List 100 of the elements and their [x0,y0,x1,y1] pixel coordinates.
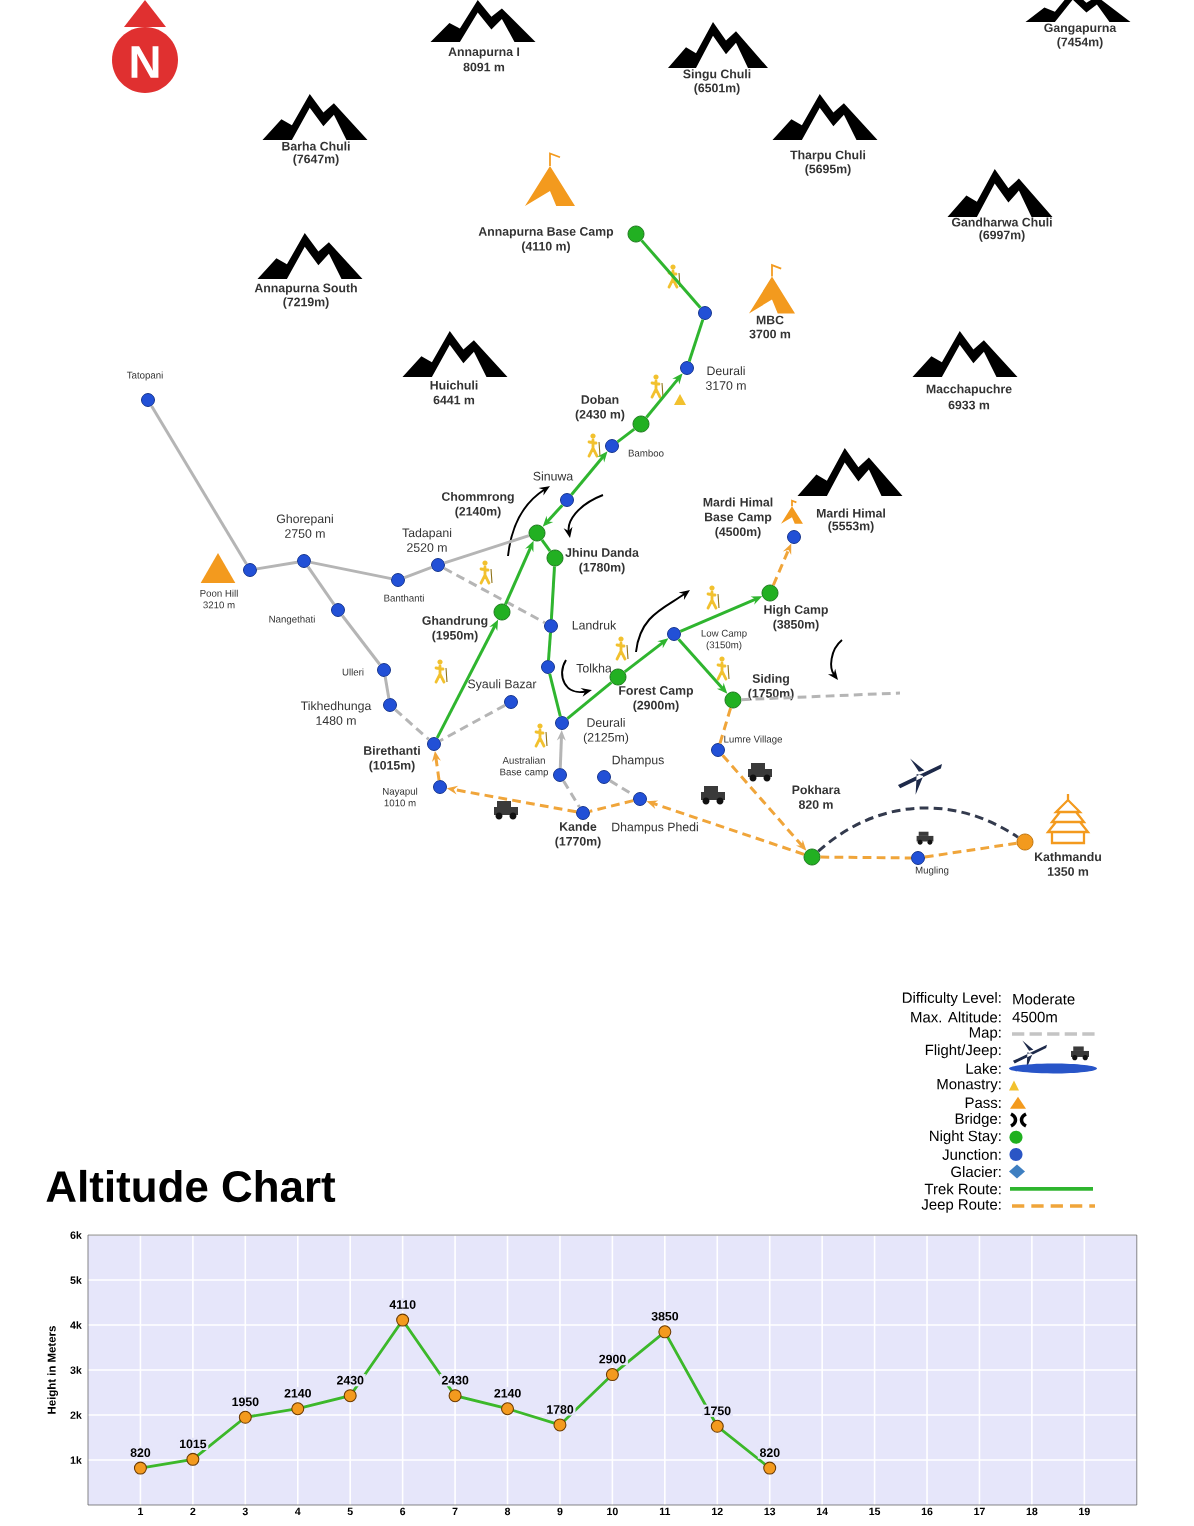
legend-label: Jeep Route: [921,1199,1001,1213]
x-tick-label: 17 [974,1507,985,1515]
x-tick-label: 4 [294,1507,301,1515]
data-label: 1780 [544,1403,576,1416]
x-tick-label: 10 [607,1507,618,1516]
mountain-label: 6441 m [433,395,475,405]
data-label: 3850 [649,1310,681,1323]
route-line [444,534,530,565]
legend-label: Monastry: [937,1078,1001,1093]
mountain-label: (7454m) [1057,37,1103,49]
x-tick-label: 16 [921,1507,933,1516]
place-label: Lumre Village [724,735,783,745]
mountain-label: Singu Chuli [683,69,751,81]
place-label: Mardi Himal Base Camp (4500m) [703,497,773,539]
data-label: 4110 [387,1298,418,1311]
legend-label: Junction: [942,1148,1001,1160]
place-label: Annapurna Base Camp (4110 m) [478,227,614,253]
x-tick-label: 13 [764,1507,776,1516]
mountain-label: (5695m) [805,164,851,176]
place-label: Mugling [915,866,949,876]
route-line [443,567,546,625]
mountain-label: (7219m) [283,297,329,309]
route-line [549,566,556,620]
route-line [403,566,433,579]
x-tick-label: 1 [138,1507,144,1515]
place-label: Siding (1750m) [748,673,794,701]
x-tick-label: 7 [452,1507,458,1515]
y-tick-label: 5k [70,1276,82,1284]
place-label: Doban (2430 m) [575,394,625,422]
x-tick-label: 14 [816,1507,828,1515]
place-label: Ghandrung (1950m) [422,615,488,643]
mountain-label: (5553m) [828,521,874,533]
place-label: Chommrong (2140m) [441,491,514,519]
place-label: Low Camp (3150m) [701,629,747,651]
place-label: Deurali 3170 m [705,366,746,390]
place-label: Sinuwa [533,471,574,481]
place-label: Kathmandu 1350 m [1035,852,1101,876]
route-line [256,560,298,571]
x-tick-label: 9 [557,1507,563,1516]
mountain-label: (6501m) [694,83,740,95]
mountain-label: MBC [756,315,784,325]
mountain-label: Mardi Himal [816,508,885,518]
data-label: 2140 [282,1387,314,1400]
route-line [718,707,732,744]
place-label: Nangethati [269,615,315,625]
place-label: Australian Base camp [500,756,548,778]
data-label: 2430 [439,1374,471,1387]
place-label: Landruk [572,620,617,630]
route-line [817,806,1019,853]
route-line [562,780,581,808]
route-line [547,632,552,661]
x-tick-label: 11 [659,1507,671,1515]
chart-title: Altitude Chart [46,1169,336,1203]
y-tick-label: 3k [70,1366,82,1374]
route-line [394,708,430,741]
route-line [924,841,1017,859]
mountain-label: Tharpu Chuli [790,150,866,162]
compass-letter: N [131,46,159,78]
mountain-label: Annapurna South [254,283,357,295]
legend-label: Glacier: [951,1166,1001,1178]
x-tick-label: 3 [242,1507,248,1516]
data-label: 2140 [492,1387,524,1400]
x-tick-label: 5 [347,1507,353,1516]
legend-label: Pass: [965,1097,1001,1108]
mountain-label: 8091 m [463,62,505,72]
place-label: Pokhara 820 m [792,785,841,809]
x-tick-label: 8 [504,1507,511,1516]
place-label: Dhampus [612,755,664,767]
place-label: Ulleri [342,668,364,676]
route-line [640,239,702,309]
place-label: Forest Camp (2900m) [619,686,694,712]
mountain-label: Barha Chuli [282,141,350,151]
route-line [741,691,901,702]
route-line [310,560,392,581]
route-line [540,539,552,553]
place-label: Bamboo [628,449,664,457]
route-line [589,799,634,813]
place-label: Nayapul 1010 m [383,787,418,807]
y-axis-title: Height in Meters [47,1326,59,1414]
legend-label: Night Stay: [930,1130,1001,1145]
place-label: Jhinu Danda (1780m) [565,547,639,575]
route-line [566,681,613,720]
route-line [341,614,381,666]
mountain-label: 6933 m [948,400,990,410]
y-tick-label: 6k [70,1231,82,1239]
x-tick-label: 19 [1079,1507,1090,1516]
y-tick-label: 1k [70,1456,82,1464]
route-line [150,405,248,565]
route-line [820,855,912,860]
mountain-label: (7647m) [293,154,339,166]
place-label: Syauli Bazar [468,679,537,691]
place-label: Ghorepani 2750 m [276,514,333,538]
place-label: High Camp (3850m) [764,604,828,632]
data-label: 2430 [334,1374,366,1387]
route-line [439,704,506,742]
info-value: 4500m [1012,1011,1057,1023]
mountain-label: Gangapurna [1044,23,1117,35]
place-label: Dhampus Phedi [612,822,698,834]
place-label: Tadapani 2520 m [402,528,452,552]
mountain-label: (6997m) [979,230,1025,242]
